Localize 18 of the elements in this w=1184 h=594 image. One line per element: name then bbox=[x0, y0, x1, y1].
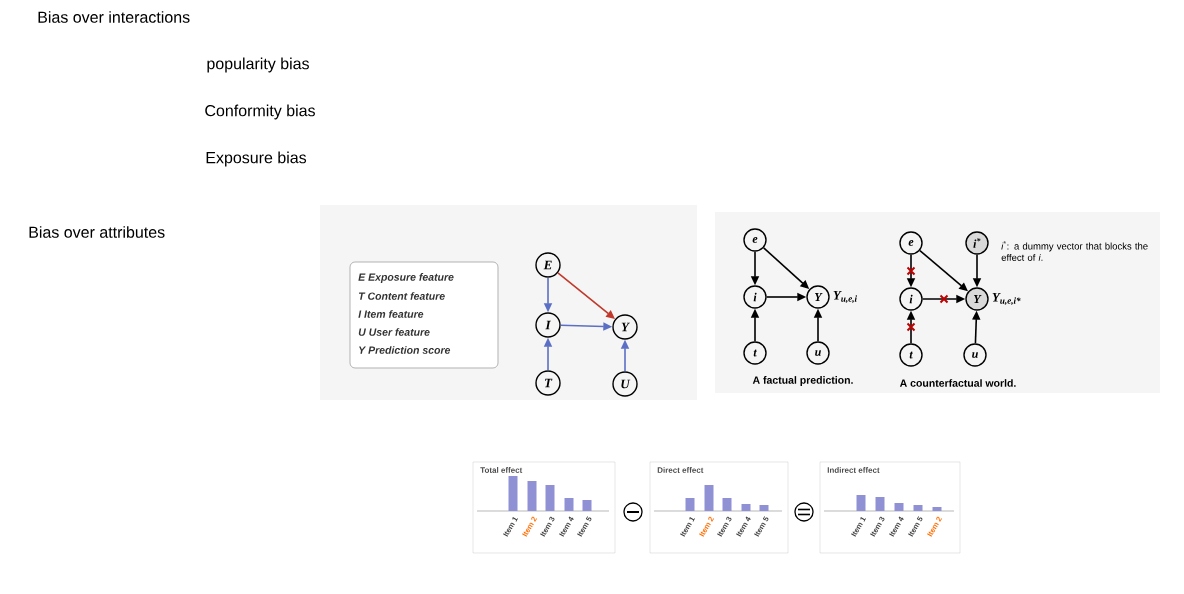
heading-text: Bias over interactions bbox=[38, 11, 190, 23]
key-entry: E Exposure feature bbox=[358, 273, 454, 283]
heading-text: Bias over attributes bbox=[29, 226, 165, 238]
chart-title: Total effect bbox=[480, 467, 523, 473]
variable-label: Y$_{u,e,i}$ bbox=[833, 290, 857, 304]
key-entry: T Content feature bbox=[358, 292, 445, 300]
variable-label: Y$_{u,e,i*}$ bbox=[992, 292, 1021, 306]
note-text: i$^{*}$: a dummy vector that blocks the effect of i. bbox=[1001, 241, 1148, 261]
key-entry: U User feature bbox=[358, 328, 430, 336]
list-item-text: popularity bias bbox=[207, 57, 309, 73]
caption-text: A factual prediction. bbox=[752, 376, 853, 386]
chart-title: Indirect effect bbox=[827, 467, 880, 473]
list-item-text: Exposure bias bbox=[206, 151, 307, 167]
caption-text: A counterfactual world. bbox=[899, 379, 1016, 387]
key-entry: I Item feature bbox=[358, 310, 424, 318]
chart-title: Direct effect bbox=[657, 467, 704, 473]
list-item-text: Conformity bias bbox=[205, 104, 315, 120]
key-entry: Y Prediction score bbox=[359, 346, 451, 354]
